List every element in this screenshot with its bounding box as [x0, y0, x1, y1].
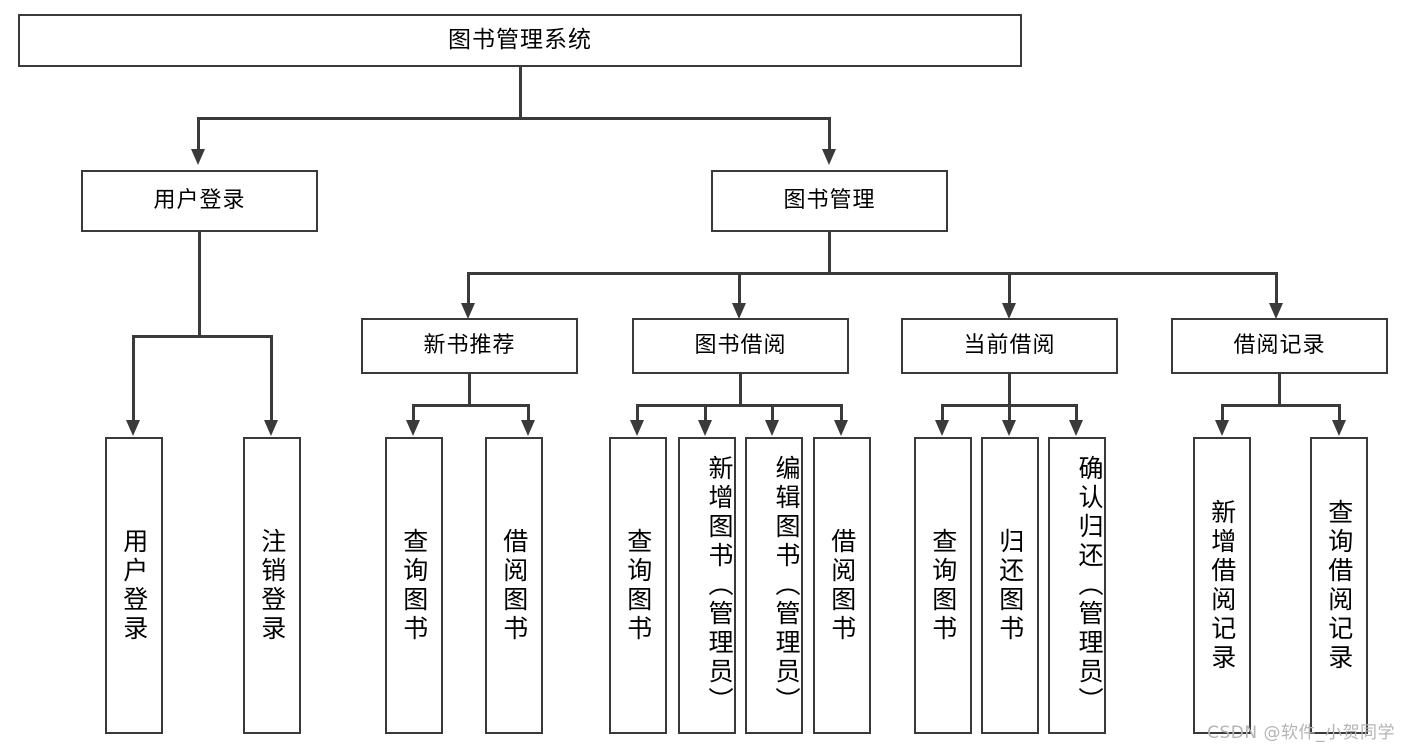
node-leaf-user-login-label: 用户登录	[119, 527, 149, 644]
node-leaf-query-book-1[interactable]: 查询图书	[385, 437, 443, 734]
connector-drop-leaf-add-book	[704, 404, 707, 420]
node-leaf-add-record[interactable]: 新增借阅记录	[1193, 437, 1251, 734]
connector-new-book-rec-bus	[412, 404, 530, 407]
connector-drop-leaf-borrow-book-1	[527, 404, 530, 420]
connector-drop-borrow-record	[1275, 272, 1278, 303]
csdn-watermark: CSDN @软件_小贺同学	[1207, 723, 1395, 743]
node-leaf-confirm-return-label: 确认归还（管理员）	[1075, 455, 1104, 716]
arrow-to-user-login	[191, 149, 205, 165]
connector-level3-bus	[467, 272, 1278, 275]
node-leaf-edit-book-label: 编辑图书（管理员）	[772, 455, 801, 716]
connector-drop-leaf-logout	[270, 335, 273, 420]
arrow-to-leaf-borrow-book-1	[521, 420, 535, 436]
arrow-to-leaf-logout	[264, 420, 278, 436]
node-book-manage-label: 图书管理	[783, 188, 876, 214]
connector-user-login-bus	[132, 335, 273, 338]
arrow-to-leaf-query-book-2	[630, 420, 644, 436]
connector-drop-leaf-edit-book	[771, 404, 774, 420]
connector-drop-leaf-return-book	[1008, 404, 1011, 420]
arrow-to-leaf-edit-book	[765, 420, 779, 436]
node-leaf-query-record[interactable]: 查询借阅记录	[1310, 437, 1368, 734]
connector-drop-leaf-query-book-2	[636, 404, 639, 420]
connector-drop-new-book-rec	[467, 272, 470, 303]
node-user-login[interactable]: 用户登录	[81, 170, 318, 232]
node-leaf-borrow-book-1-label: 借阅图书	[499, 527, 529, 644]
connector-drop-leaf-add-record	[1221, 404, 1224, 420]
node-book-manage[interactable]: 图书管理	[711, 170, 948, 232]
arrow-to-leaf-query-record	[1332, 420, 1346, 436]
arrow-to-leaf-add-record	[1215, 420, 1229, 436]
node-leaf-return-book-label: 归还图书	[995, 527, 1025, 644]
node-leaf-query-book-1-label: 查询图书	[399, 527, 429, 644]
arrow-to-leaf-add-book	[698, 420, 712, 436]
connector-drop-leaf-borrow-book-2	[840, 404, 843, 420]
connector-book-manage-stem	[828, 232, 831, 274]
connector-book-borrow-bus	[636, 404, 843, 407]
node-leaf-add-book[interactable]: 新增图书（管理员）	[678, 437, 736, 734]
connector-root-stem	[519, 67, 522, 118]
node-leaf-confirm-return[interactable]: 确认归还（管理员）	[1048, 437, 1106, 734]
node-leaf-add-book-label: 新增图书（管理员）	[705, 455, 734, 716]
node-borrow-record[interactable]: 借阅记录	[1171, 318, 1388, 374]
arrow-to-book-borrow	[732, 303, 746, 319]
connector-level2-drop-user-login	[197, 117, 200, 149]
connector-drop-leaf-user-login	[132, 335, 135, 420]
node-user-login-label: 用户登录	[153, 188, 246, 214]
node-root-system-label: 图书管理系统	[448, 26, 592, 53]
connector-level2-drop-book-manage	[828, 117, 831, 149]
node-new-book-rec-label: 新书推荐	[423, 333, 516, 359]
arrow-to-leaf-return-book	[1002, 420, 1016, 436]
connector-drop-leaf-query-record	[1338, 404, 1341, 420]
node-leaf-borrow-book-2-label: 借阅图书	[827, 527, 857, 644]
arrow-to-leaf-query-book-1	[406, 420, 420, 436]
arrow-to-new-book-rec	[461, 303, 475, 319]
connector-drop-book-borrow	[738, 272, 741, 303]
node-leaf-query-book-2-label: 查询图书	[623, 527, 653, 644]
node-leaf-query-book-2[interactable]: 查询图书	[609, 437, 667, 734]
connector-book-borrow-stem	[739, 374, 742, 406]
node-leaf-borrow-book-1[interactable]: 借阅图书	[485, 437, 543, 734]
arrow-to-book-manage	[822, 149, 836, 165]
node-leaf-query-record-label: 查询借阅记录	[1324, 498, 1354, 673]
node-leaf-edit-book[interactable]: 编辑图书（管理员）	[745, 437, 803, 734]
node-new-book-rec[interactable]: 新书推荐	[361, 318, 578, 374]
connector-borrow-record-bus	[1221, 404, 1341, 407]
node-leaf-logout-label: 注销登录	[257, 527, 287, 644]
node-leaf-logout[interactable]: 注销登录	[243, 437, 301, 734]
arrow-to-leaf-user-login	[126, 420, 140, 436]
node-current-borrow-label: 当前借阅	[963, 333, 1056, 359]
node-borrow-record-label: 借阅记录	[1233, 333, 1326, 359]
connector-drop-leaf-query-book-3	[941, 404, 944, 420]
connector-user-login-stem	[198, 232, 201, 337]
connector-drop-current-borrow	[1008, 272, 1011, 303]
node-leaf-query-book-3-label: 查询图书	[928, 527, 958, 644]
node-book-borrow[interactable]: 图书借阅	[632, 318, 849, 374]
connector-new-book-rec-stem	[468, 374, 471, 406]
connector-borrow-record-stem	[1278, 374, 1281, 406]
arrow-to-current-borrow	[1002, 303, 1016, 319]
node-book-borrow-label: 图书借阅	[694, 333, 787, 359]
connector-current-borrow-stem	[1008, 374, 1011, 406]
node-leaf-add-record-label: 新增借阅记录	[1207, 498, 1237, 673]
node-current-borrow[interactable]: 当前借阅	[901, 318, 1118, 374]
node-leaf-query-book-3[interactable]: 查询图书	[914, 437, 972, 734]
node-leaf-user-login[interactable]: 用户登录	[105, 437, 163, 734]
node-leaf-borrow-book-2[interactable]: 借阅图书	[813, 437, 871, 734]
arrow-to-leaf-query-book-3	[935, 420, 949, 436]
arrow-to-leaf-borrow-book-2	[834, 420, 848, 436]
node-root-system[interactable]: 图书管理系统	[18, 14, 1022, 67]
connector-drop-leaf-query-book-1	[412, 404, 415, 420]
arrow-to-borrow-record	[1269, 303, 1283, 319]
arrow-to-leaf-confirm-return	[1069, 420, 1083, 436]
node-leaf-return-book[interactable]: 归还图书	[981, 437, 1039, 734]
connector-drop-leaf-confirm-return	[1075, 404, 1078, 420]
connector-level2-bus	[197, 117, 831, 120]
